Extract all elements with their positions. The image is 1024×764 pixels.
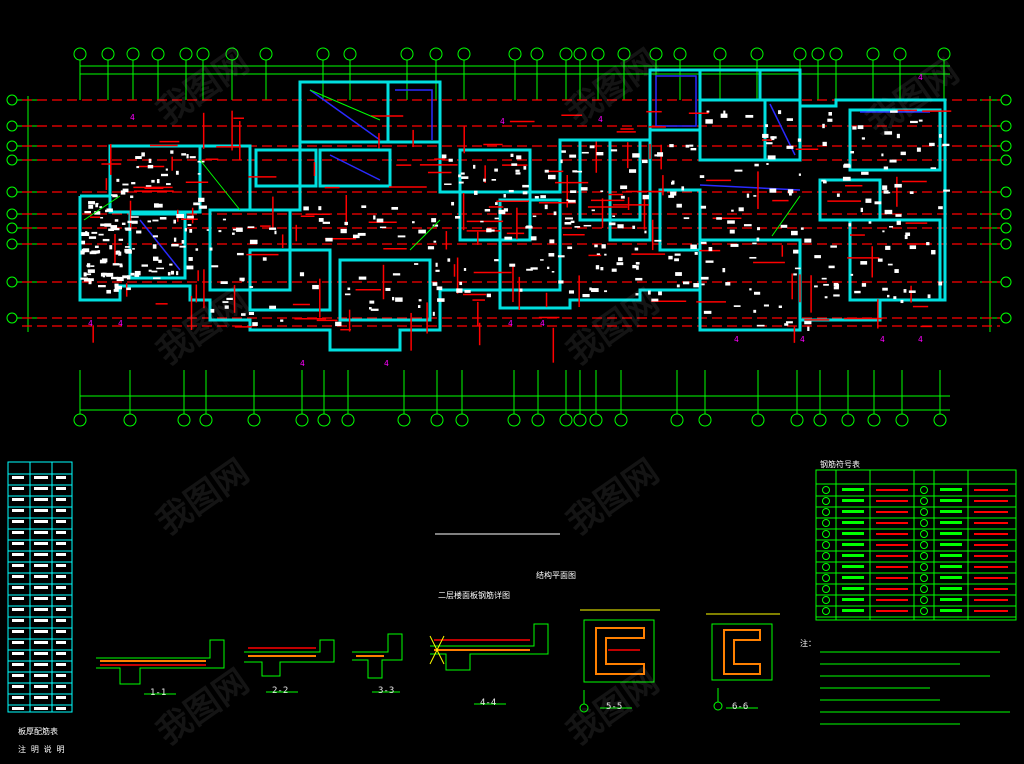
section-label-4: 4-4 [480,698,497,708]
left-table-title: 板厚配筋表 [18,727,58,736]
svg-text:4: 4 [918,73,923,82]
svg-text:4: 4 [880,335,885,344]
section-label-5: 5-5 [606,702,623,712]
notes-block [820,651,1010,725]
section-label-6: 6-6 [732,702,749,712]
blue-slab-lines [139,75,930,271]
section-label-1: 1-1 [150,688,167,698]
left-schedule-table [7,461,73,713]
svg-text:4: 4 [300,359,305,368]
right-table-title: 钢筋符号表 [820,460,860,469]
drawing-title: 结构平面图 [536,571,576,580]
svg-text:4: 4 [540,319,545,328]
svg-text:4: 4 [118,319,123,328]
notes-heading: 注： [800,639,816,648]
red-axis-lines [22,99,1000,327]
svg-text:4: 4 [130,113,135,122]
red-beam-lines [90,109,952,363]
svg-text:4: 4 [800,335,805,344]
svg-text:4: 4 [384,359,389,368]
svg-text:4: 4 [598,115,603,124]
bottom-axis-grid [73,370,950,427]
svg-text:4: 4 [508,319,513,328]
section-label-2: 2-2 [272,686,289,696]
svg-text:4: 4 [734,335,739,344]
right-rebar-table [815,469,1017,621]
svg-text:4: 4 [918,335,923,344]
top-axis-grid [73,47,951,100]
svg-text:4: 4 [88,319,93,328]
section-label-3: 3-3 [378,686,395,696]
building-walls [78,68,947,352]
magenta-marks: 4 4 4 4 4 4 4 4 4 4 4 4 4 4 [88,73,923,368]
detail-title: 二层楼面板钢筋详图 [438,591,510,600]
section-details [96,609,780,713]
rebar-annotations [80,110,950,331]
green-diagonals [83,89,801,251]
svg-text:4: 4 [500,117,505,126]
left-table-caption: 注 明 说 明 [18,745,65,754]
